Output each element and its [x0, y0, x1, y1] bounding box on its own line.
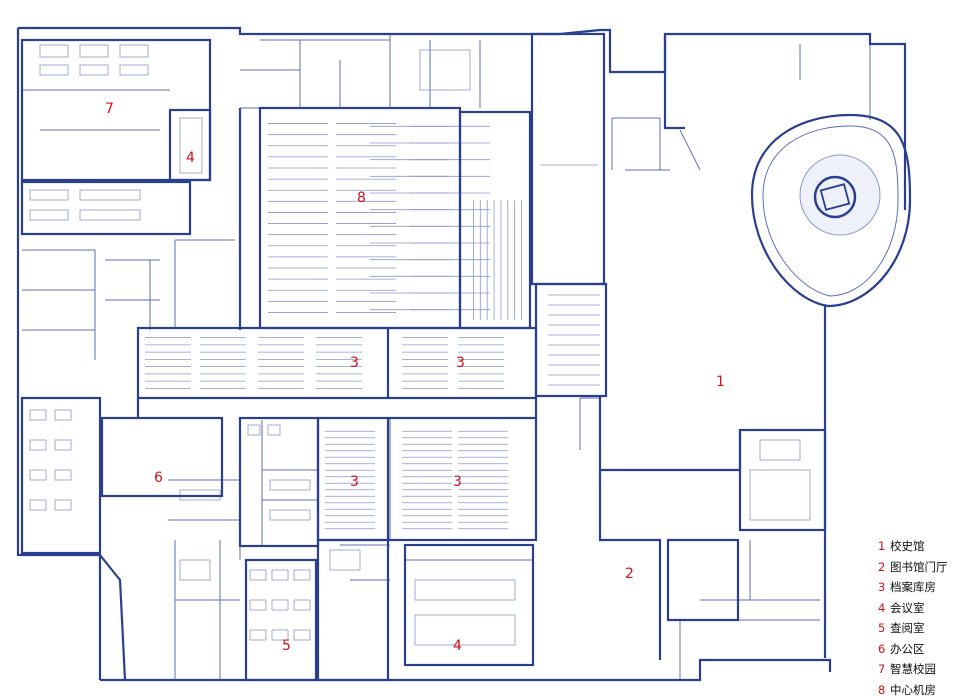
legend-label: 档案库房 — [890, 580, 936, 594]
desk — [250, 570, 266, 580]
desk — [80, 210, 140, 220]
desk — [272, 600, 288, 610]
desk — [270, 480, 310, 490]
legend-number: 1 — [878, 536, 888, 557]
zone-label-3d: 3 — [453, 474, 462, 490]
legend-label: 办公区 — [890, 642, 925, 656]
reading-room-south — [246, 560, 316, 680]
desk — [30, 210, 68, 220]
interior-partitions — [18, 34, 870, 680]
desk — [760, 440, 800, 460]
courtyard-wall — [665, 34, 685, 128]
desk — [40, 65, 68, 75]
walls — [18, 28, 905, 680]
server-room-block — [260, 108, 460, 328]
legend-label: 会议室 — [890, 601, 925, 615]
desk — [250, 630, 266, 640]
zone-label-7: 7 — [105, 101, 114, 117]
desk — [294, 630, 310, 640]
zone-label-3c: 3 — [350, 474, 359, 490]
desk — [294, 600, 310, 610]
zone-label-3a: 3 — [350, 355, 359, 371]
legend-number: 5 — [878, 618, 888, 639]
desk — [120, 45, 148, 57]
desk — [420, 50, 470, 90]
desk — [272, 570, 288, 580]
desk — [120, 65, 148, 75]
desk — [294, 570, 310, 580]
ramp-wall — [100, 555, 125, 680]
server-room-east — [460, 112, 530, 328]
meeting-room-south — [405, 545, 533, 665]
zone-label-4b: 4 — [453, 638, 462, 654]
zone-label-3b: 3 — [456, 355, 465, 371]
partition — [680, 130, 700, 170]
legend-number: 3 — [878, 577, 888, 598]
desk — [55, 440, 71, 450]
legend-label: 校史馆 — [890, 539, 925, 553]
desk — [30, 410, 46, 420]
desk — [55, 500, 71, 510]
legend-number: 2 — [878, 557, 888, 578]
desk — [415, 580, 515, 600]
reading-room-north — [240, 418, 318, 546]
lobby-counter-wall — [600, 430, 740, 470]
outer-wall-south — [100, 660, 830, 680]
desk — [55, 470, 71, 480]
legend-number: 6 — [878, 639, 888, 660]
desk — [80, 65, 108, 75]
atrium-north — [532, 34, 604, 284]
desk — [415, 615, 515, 645]
stair-core — [318, 540, 388, 680]
legend-label: 智慧校园 — [890, 662, 936, 676]
desk — [270, 510, 310, 520]
desk — [30, 500, 46, 510]
archive-block-central — [138, 328, 536, 398]
desk — [30, 470, 46, 480]
zone-label-2: 2 — [625, 566, 634, 582]
desk — [55, 410, 71, 420]
zone-label-5: 5 — [282, 638, 291, 654]
legend-number: 7 — [878, 659, 888, 680]
desk — [750, 470, 810, 520]
meeting-room-north — [170, 110, 210, 180]
desk — [268, 425, 280, 435]
desk — [80, 45, 108, 57]
desk — [180, 560, 210, 580]
desk — [80, 190, 140, 200]
zone-label-6: 6 — [154, 470, 163, 486]
legend-label: 中心机房 — [890, 683, 936, 697]
lobby-west-wall — [600, 470, 660, 660]
restroom-core — [668, 540, 738, 620]
zone-label-1: 1 — [716, 374, 725, 390]
desk — [40, 45, 68, 57]
office-west — [22, 398, 100, 553]
rotunda-platform — [800, 155, 880, 235]
desk — [30, 190, 68, 200]
zone-label-4a: 4 — [186, 150, 195, 166]
desk — [250, 600, 266, 610]
desk — [248, 425, 260, 435]
legend-label: 查阅室 — [890, 621, 925, 635]
outer-wall-west — [18, 28, 100, 680]
legend-label: 图书馆门厅 — [890, 560, 948, 574]
legend-number: 4 — [878, 598, 888, 619]
rotunda — [752, 115, 910, 306]
desk — [330, 550, 360, 570]
shelf-hall-east — [536, 284, 606, 396]
exhibit-alcove — [740, 430, 825, 530]
zone-label-8: 8 — [357, 190, 366, 206]
desk — [30, 440, 46, 450]
